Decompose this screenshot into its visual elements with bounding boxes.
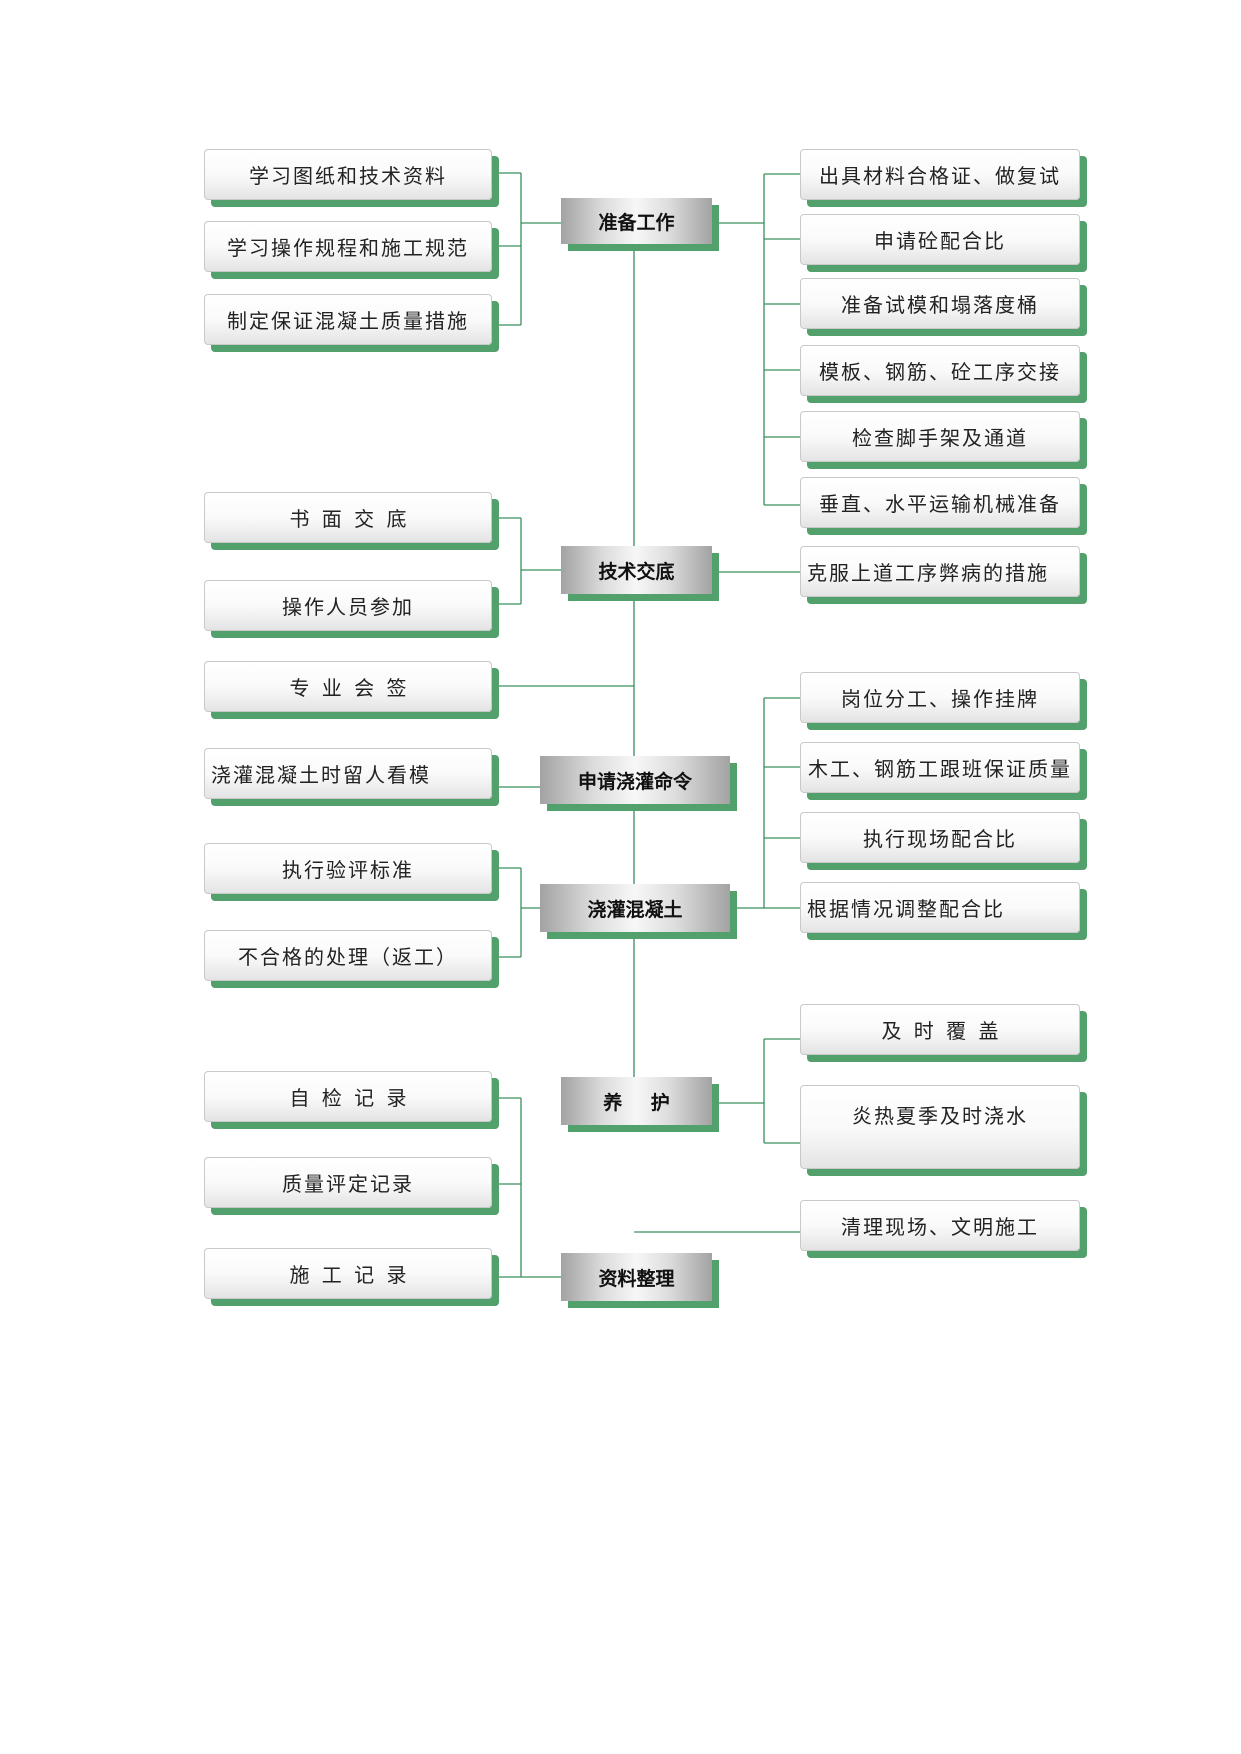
box-adjust-ratio-label: 根据情况调整配合比 <box>807 897 1005 921</box>
box-scaffold-label: 检查脚手架及通道 <box>852 426 1028 450</box>
stage-pour-concrete: 浇灌混凝土 <box>540 884 730 932</box>
box-post-division-label: 岗位分工、操作挂牌 <box>841 687 1039 711</box>
box-nonconformance-label: 不合格的处理（返工） <box>238 945 458 969</box>
box-acceptance-standard: 执行验评标准 <box>204 843 492 894</box>
box-handover-label: 模板、钢筋、砼工序交接 <box>819 360 1061 384</box>
box-construction-record: 施 工 记 录 <box>204 1248 492 1299</box>
box-joint-sign: 专 业 会 签 <box>204 661 492 712</box>
box-watch-formwork: 浇灌混凝土时留人看模 <box>204 748 492 799</box>
box-overcome-defects: 克服上道工序弊病的措施 <box>800 546 1080 597</box>
box-quality-record-label: 质量评定记录 <box>282 1172 414 1196</box>
box-study-rules-label: 学习操作规程和施工规范 <box>227 236 469 260</box>
stage-prep: 准备工作 <box>561 198 712 244</box>
stage-technical-briefing: 技术交底 <box>561 546 712 594</box>
box-study-drawings: 学习图纸和技术资料 <box>204 149 492 200</box>
box-handover: 模板、钢筋、砼工序交接 <box>800 345 1080 396</box>
box-joint-sign-label: 专 业 会 签 <box>289 676 407 700</box>
box-summer-watering: 炎热夏季及时浇水 <box>800 1085 1080 1169</box>
box-timely-cover-label: 及 时 覆 盖 <box>881 1019 999 1043</box>
box-self-check-record: 自 检 记 录 <box>204 1071 492 1122</box>
stage-curing: 养 护 <box>561 1077 712 1125</box>
box-follow-shift-label: 木工、钢筋工跟班保证质量 <box>808 757 1072 781</box>
box-post-division: 岗位分工、操作挂牌 <box>800 672 1080 723</box>
box-self-check-record-label: 自 检 记 录 <box>289 1086 407 1110</box>
stage-records: 资料整理 <box>561 1253 712 1301</box>
box-staff-attend: 操作人员参加 <box>204 580 492 631</box>
box-site-cleanup-label: 清理现场、文明施工 <box>841 1215 1039 1239</box>
box-staff-attend-label: 操作人员参加 <box>282 595 414 619</box>
box-written-briefing-label: 书 面 交 底 <box>289 507 407 531</box>
stage-curing-label: 养 护 <box>603 1091 670 1114</box>
box-machinery: 垂直、水平运输机械准备 <box>800 477 1080 528</box>
box-test-molds-label: 准备试模和塌落度桶 <box>841 293 1039 317</box>
box-quality-record: 质量评定记录 <box>204 1157 492 1208</box>
box-test-molds: 准备试模和塌落度桶 <box>800 278 1080 329</box>
box-watch-formwork-label: 浇灌混凝土时留人看模 <box>211 763 431 787</box>
box-timely-cover: 及 时 覆 盖 <box>800 1004 1080 1055</box>
box-study-drawings-label: 学习图纸和技术资料 <box>249 164 447 188</box>
box-site-ratio-label: 执行现场配合比 <box>863 827 1017 851</box>
box-certificates-label: 出具材料合格证、做复试 <box>819 164 1061 188</box>
box-overcome-defects-label: 克服上道工序弊病的措施 <box>807 561 1049 585</box>
box-adjust-ratio: 根据情况调整配合比 <box>800 882 1080 933</box>
box-follow-shift: 木工、钢筋工跟班保证质量 <box>800 742 1080 793</box>
box-summer-watering-label: 炎热夏季及时浇水 <box>852 1104 1028 1128</box>
box-acceptance-standard-label: 执行验评标准 <box>282 858 414 882</box>
box-mix-ratio: 申请砼配合比 <box>800 214 1080 265</box>
box-machinery-label: 垂直、水平运输机械准备 <box>819 492 1061 516</box>
box-certificates: 出具材料合格证、做复试 <box>800 149 1080 200</box>
stage-apply-pour-order: 申请浇灌命令 <box>540 756 730 804</box>
box-construction-record-label: 施 工 记 录 <box>289 1263 407 1287</box>
box-nonconformance: 不合格的处理（返工） <box>204 930 492 981</box>
box-site-cleanup: 清理现场、文明施工 <box>800 1200 1080 1251</box>
box-quality-measures: 制定保证混凝土质量措施 <box>204 294 492 345</box>
box-site-ratio: 执行现场配合比 <box>800 812 1080 863</box>
box-written-briefing: 书 面 交 底 <box>204 492 492 543</box>
box-quality-measures-label: 制定保证混凝土质量措施 <box>227 309 469 333</box>
box-mix-ratio-label: 申请砼配合比 <box>874 229 1006 253</box>
box-study-rules: 学习操作规程和施工规范 <box>204 221 492 272</box>
box-scaffold: 检查脚手架及通道 <box>800 411 1080 462</box>
